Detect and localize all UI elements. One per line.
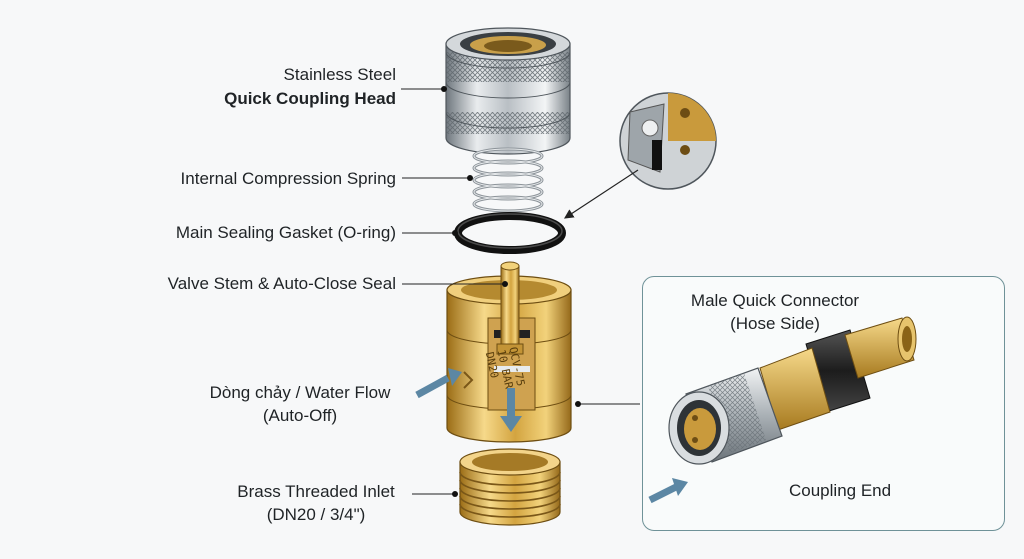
label-coupling-head-line1: Stainless Steel (283, 65, 396, 84)
label-coupling-end: Coupling End (789, 481, 892, 500)
label-inlet-line2: (DN20 / 3/4") (266, 505, 366, 524)
water-flow-arrows (415, 368, 522, 432)
inset-flow-arrow (648, 478, 688, 504)
label-coupling-head-line2: Quick Coupling Head (224, 89, 396, 108)
label-water-flow-line1: Dòng chảy / Water Flow (209, 383, 391, 402)
inset-title-line1: Male Quick Connector (690, 291, 860, 310)
label-inlet-line1: Brass Threaded Inlet (237, 482, 395, 501)
label-valve-stem: Valve Stem & Auto-Close Seal (167, 274, 396, 293)
valve-body (446, 261, 572, 443)
label-gasket: Main Sealing Gasket (O-ring) (175, 223, 396, 242)
detail-callout (563, 92, 717, 219)
threaded-inlet (459, 448, 561, 526)
inset-title-line2: (Hose Side) (730, 314, 820, 333)
label-spring: Internal Compression Spring (180, 169, 396, 188)
coupling-head (445, 27, 571, 155)
label-water-flow-line2: (Auto-Off) (262, 406, 338, 425)
male-connector (668, 316, 917, 465)
